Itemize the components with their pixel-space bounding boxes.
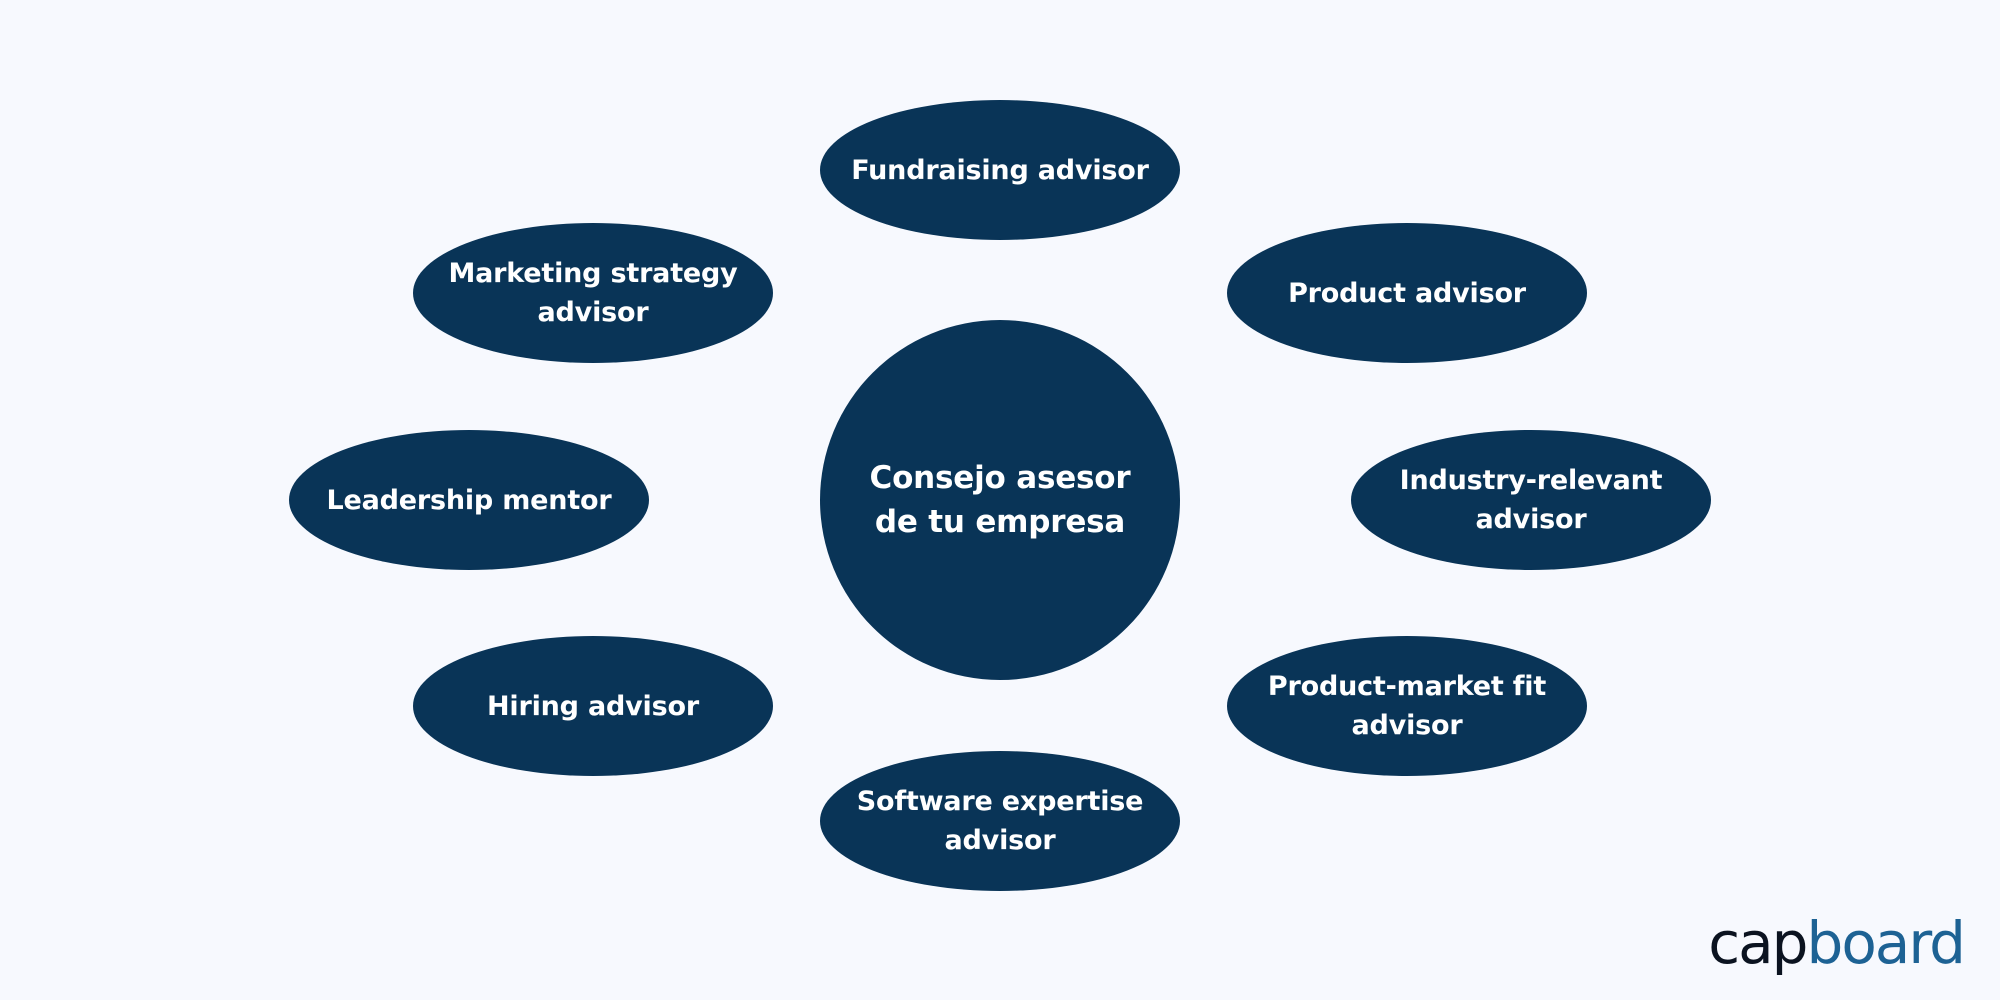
fundraising-advisor-node: Fundraising advisor [820,100,1180,240]
central-advisory-board-node: Consejo asesor de tu empresa [820,320,1180,680]
hiring-advisor-node: Hiring advisor [413,636,773,776]
logo-text-cap: cap [1708,909,1808,977]
software-expertise-advisor-node: Software expertise advisor [820,751,1180,891]
industry-relevant-advisor-node: Industry-relevant advisor [1351,430,1711,570]
logo-text-board: board [1806,909,1966,977]
leadership-mentor-node: Leadership mentor [289,430,649,570]
marketing-strategy-advisor-node: Marketing strategy advisor [413,223,773,363]
product-market-fit-advisor-node: Product-market fit advisor [1227,636,1587,776]
product-advisor-node: Product advisor [1227,223,1587,363]
